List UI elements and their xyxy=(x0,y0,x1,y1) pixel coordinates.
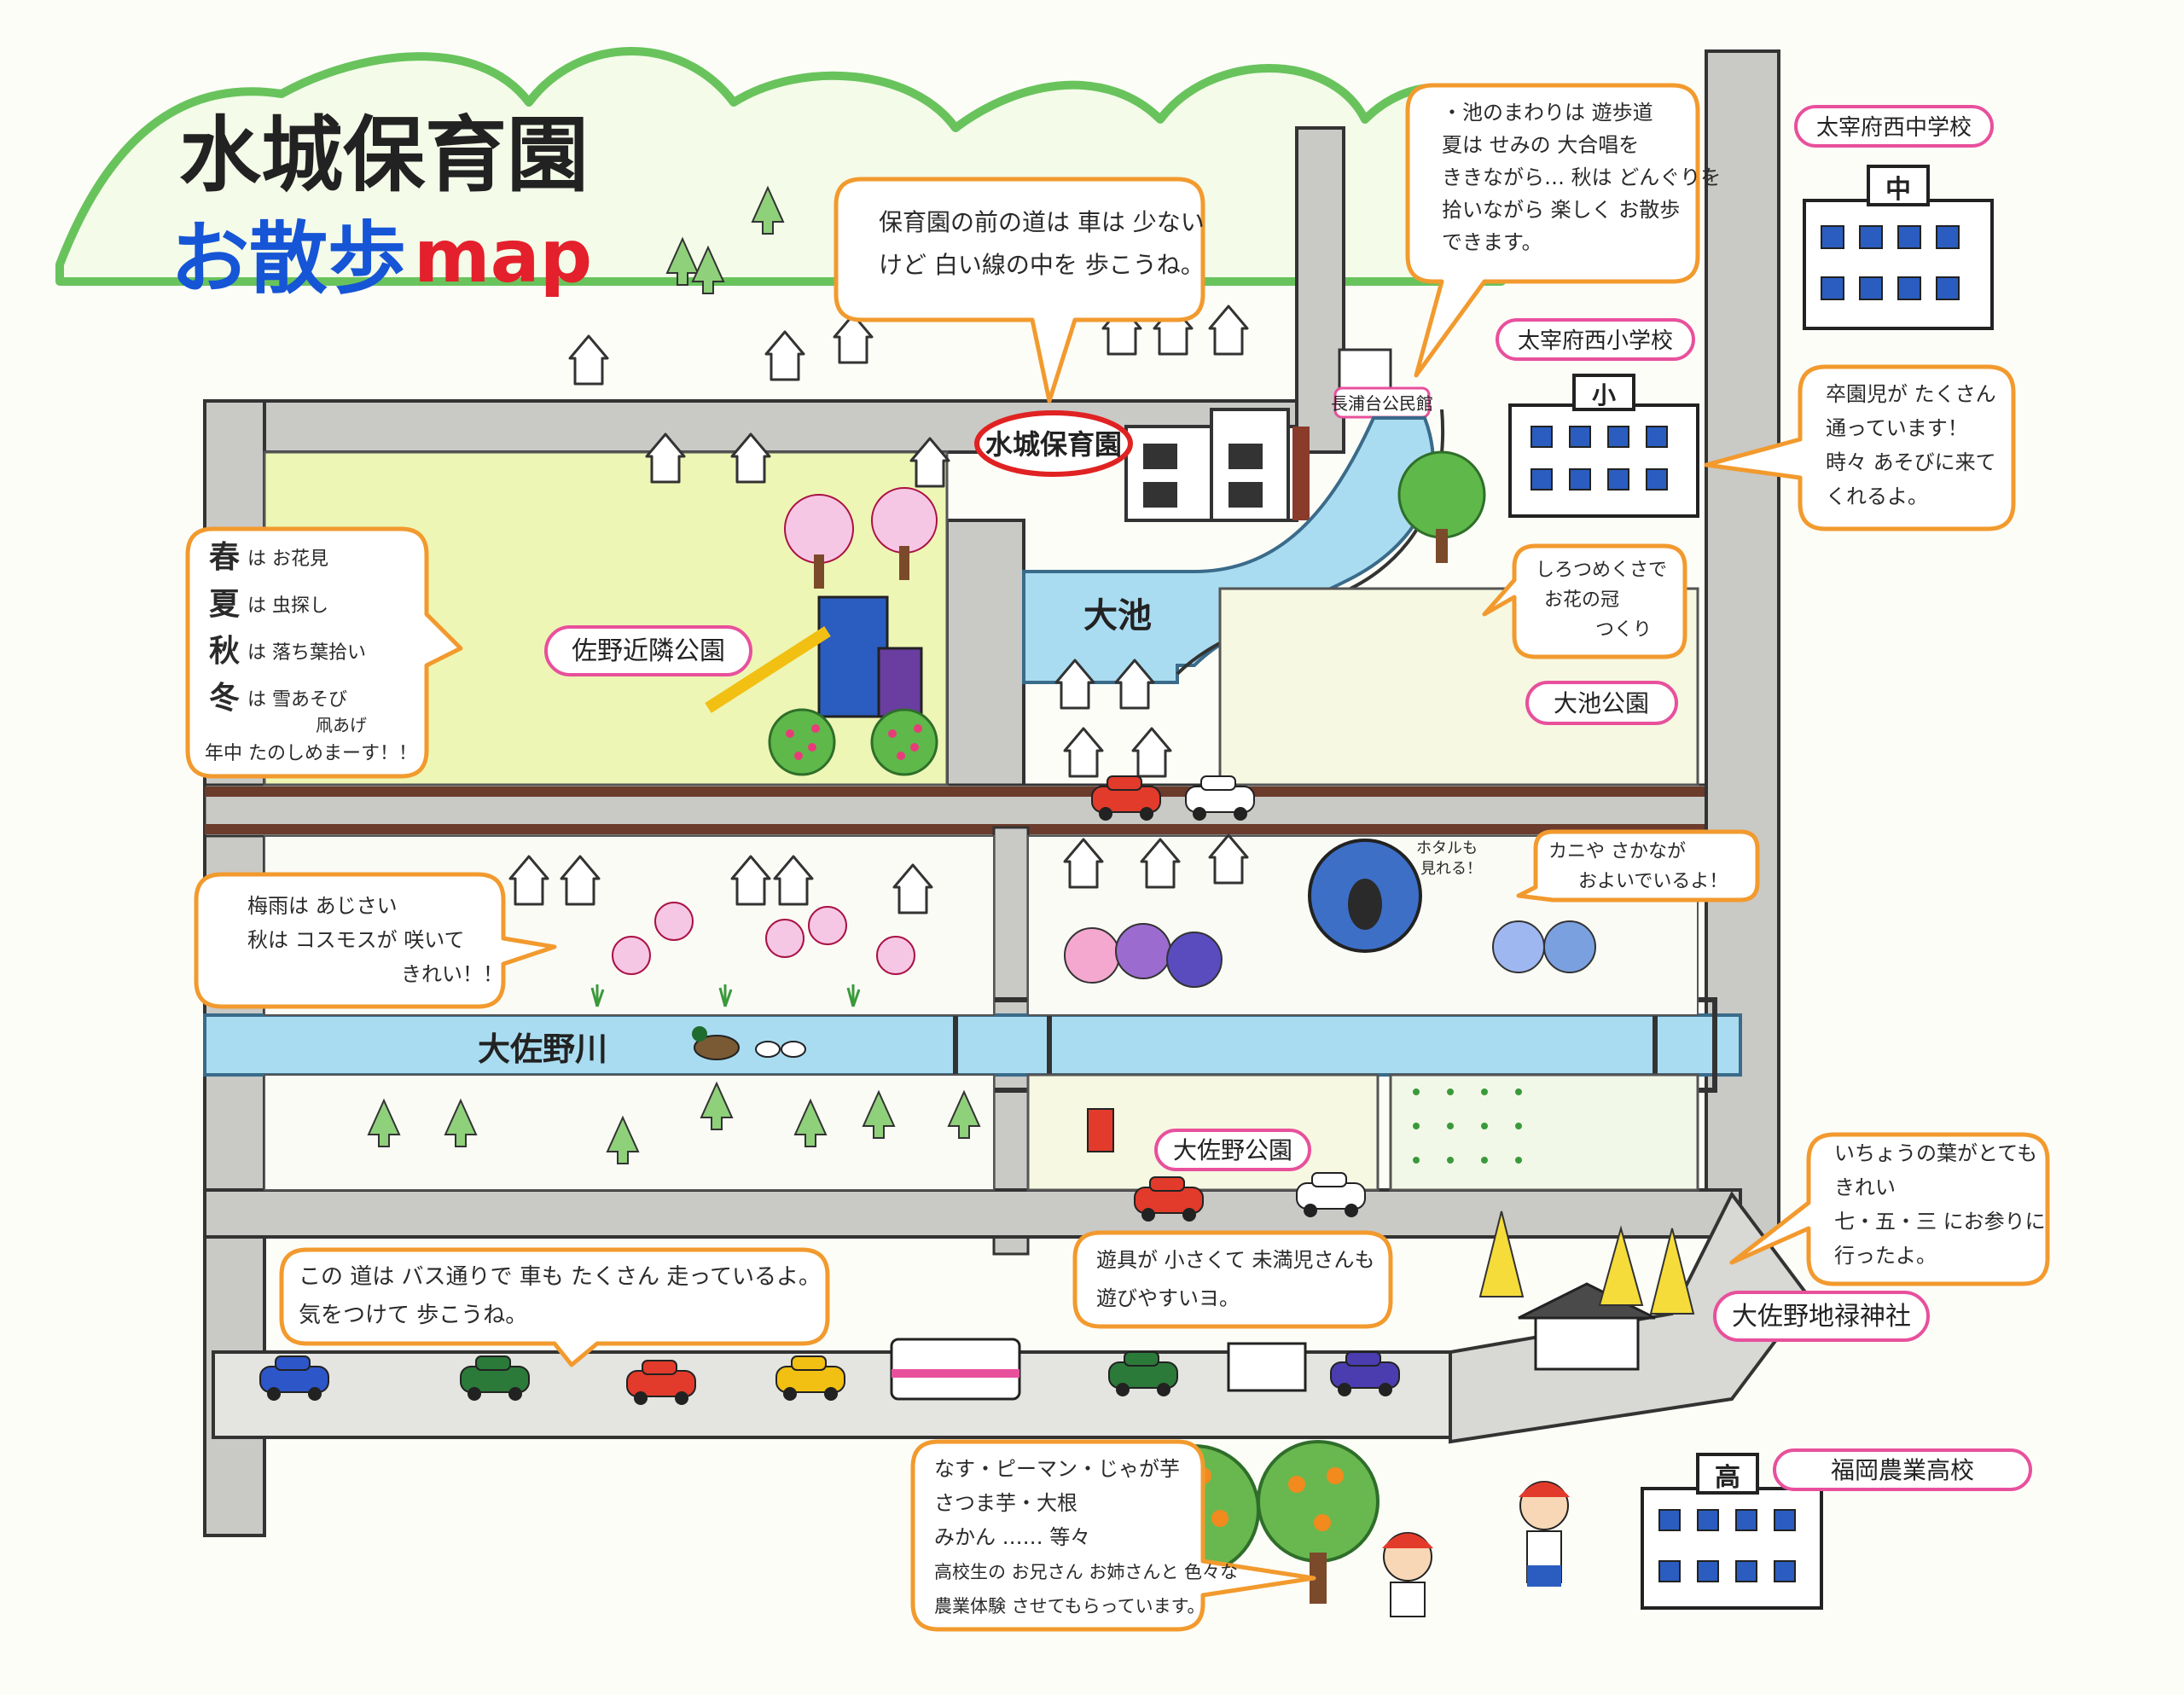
graduates-note-line-2: 通っています！ xyxy=(1826,416,1968,440)
season-summer-text: は 虫探し xyxy=(247,595,328,617)
season-winter-text: は 雪あそび xyxy=(247,689,347,711)
graduates-note-line-4: くれるよ。 xyxy=(1826,485,1928,508)
firefly-note-line-2: 見れる！ xyxy=(1420,860,1482,878)
season-winter-text-2: 凧あげ xyxy=(316,715,367,735)
graduates-note-line-1: 卒園児が たくさん xyxy=(1826,382,1996,406)
pond-walk-note-line-3: ききながら… 秋は どんぐりを xyxy=(1442,165,1721,189)
osano-park-label: 大佐野公園 xyxy=(1173,1136,1292,1164)
shrine-label-box: 大佐野地禄神社 xyxy=(1713,1291,1930,1342)
community-hall-label-box: 長浦台公民館 xyxy=(1331,386,1433,419)
ginkgo-note-line-4: 行ったよ。 xyxy=(1834,1244,1937,1268)
season-spring-char: 春 xyxy=(209,540,240,575)
elementary-building: 小 xyxy=(1508,374,1699,518)
osano-park-label-box: 大佐野公園 xyxy=(1154,1129,1311,1171)
farm-note-line-1: なす・ピーマン・じゃが芋 xyxy=(934,1457,1180,1481)
speech-bubbles xyxy=(185,83,2050,1632)
pond-walk-note-line-2: 夏は せみの 大合唱を xyxy=(1442,133,1639,157)
truck-icon xyxy=(1227,1342,1307,1392)
house-icon xyxy=(1063,727,1104,778)
bus-road-note-line-2: 気をつけて 歩こうね。 xyxy=(299,1303,527,1328)
elementary-mark: 小 xyxy=(1592,381,1616,409)
house-icon xyxy=(568,334,609,386)
house-icon xyxy=(1131,727,1172,778)
farm-note-line-5: 農業体験 させてもらっています。 xyxy=(934,1596,1205,1617)
crabs-note-line-1: カニや さかなが xyxy=(1548,841,1686,862)
bus-road-note-line-1: この 道は バス通りで 車も たくさん 走っているよ。 xyxy=(299,1264,821,1290)
high-school-label: 福岡農業高校 xyxy=(1831,1456,1974,1484)
crown-note-line-2: お花の冠 xyxy=(1544,589,1619,611)
child-figure xyxy=(1382,1532,1433,1617)
title-subtitle-kana: お散歩 xyxy=(171,213,406,305)
playground-note-line-1: 遊具が 小さくて 未満児さんも xyxy=(1096,1248,1375,1272)
season-autumn-char: 秋 xyxy=(209,634,240,669)
pond-walk-note-line-5: できます。 xyxy=(1442,230,1542,254)
elementary-label-box: 太宰府西小学校 xyxy=(1496,318,1695,361)
sano-park-label: 佐野近隣公園 xyxy=(572,636,725,666)
oike-park-label: 大池公園 xyxy=(1554,689,1649,717)
ginkgo-note-line-3: 七・五・三 にお参りに xyxy=(1834,1210,2046,1234)
ginkgo-note-line-2: きれい xyxy=(1834,1175,1896,1199)
pond-label: 大池 xyxy=(1083,596,1152,636)
river-water xyxy=(203,1013,1742,1077)
junior-high-label-box: 太宰府西中学校 xyxy=(1794,105,1994,148)
season-all-year: 年中 たのしめまーす！！ xyxy=(205,743,417,764)
farm-note-line-4: 高校生の お兄さん お姉さんと 色々な xyxy=(934,1562,1238,1582)
high-school-label-box: 福岡農業高校 xyxy=(1773,1448,2032,1491)
crown-note-line-3: つくり xyxy=(1595,619,1652,641)
river-label: 大佐野川 xyxy=(478,1030,607,1068)
farm-note-line-3: みかん …… 等々 xyxy=(934,1525,1090,1549)
junior-high-building: 中 xyxy=(1803,165,1994,330)
firefly-note-line-1: ホタルも xyxy=(1416,839,1478,857)
ginkgo-note-line-1: いちょうの葉がとても xyxy=(1834,1141,2037,1165)
title-name: 水城保育園 xyxy=(179,107,589,203)
child-figure xyxy=(1519,1481,1570,1587)
farm-note-line-2: さつま芋・大根 xyxy=(934,1491,1077,1515)
community-hall-label: 長浦台公民館 xyxy=(1331,393,1433,414)
flowers-note-line-2: 秋は コスモスが 咲いて xyxy=(247,928,465,952)
shrine-label: 大佐野地禄神社 xyxy=(1732,1302,1911,1332)
nursery-sign-label: 水城保育園 xyxy=(985,428,1122,461)
pond-walk-note-line-1: ・池のまわりは 遊歩道 xyxy=(1442,101,1653,125)
flower-bush-icon xyxy=(768,708,836,776)
elementary-label: 太宰府西小学校 xyxy=(1518,328,1673,354)
flower-bush-icon xyxy=(870,708,938,776)
house-icon xyxy=(764,330,805,381)
crown-note-line-1: しろつめくさで xyxy=(1536,560,1667,581)
nursery-sign: 水城保育園 xyxy=(974,410,1133,477)
season-winter-char: 冬 xyxy=(209,681,240,716)
sano-park-label-box: 佐野近隣公園 xyxy=(544,625,752,676)
crabs-note-line-2: およいでいるよ！ xyxy=(1578,871,1728,892)
junior-high-mark: 中 xyxy=(1885,175,1911,205)
high-school-mark: 高 xyxy=(1715,1463,1740,1493)
house-icon xyxy=(1208,305,1249,356)
season-spring-text: は お花見 xyxy=(247,549,328,570)
season-autumn-text: は 落ち葉拾い xyxy=(247,642,366,664)
flowers-note-line-3: きれい！！ xyxy=(401,962,503,986)
season-summer-char: 夏 xyxy=(209,587,241,622)
oike-park-label-box: 大池公園 xyxy=(1525,681,1678,725)
playground-note-line-2: 遊びやすいヨ。 xyxy=(1096,1286,1240,1310)
title-subtitle-en: map xyxy=(414,214,592,299)
front-road-note-line-1: 保育園の前の道は 車は 少ない xyxy=(879,208,1205,236)
graduates-note-line-3: 時々 あそびに来て xyxy=(1826,450,1996,474)
pond-walk-note-line-4: 拾いながら 楽しく お散歩 xyxy=(1442,198,1680,222)
nursery-building xyxy=(1124,408,1310,522)
shrine xyxy=(1478,1210,1695,1371)
flowers-note-line-1: 梅雨は あじさい xyxy=(247,894,398,918)
front-road-note-line-2: けど 白い線の中を 歩こうね。 xyxy=(879,251,1205,279)
high-school-building: 高 xyxy=(1641,1453,1823,1610)
junior-high-label: 太宰府西中学校 xyxy=(1816,115,1972,141)
